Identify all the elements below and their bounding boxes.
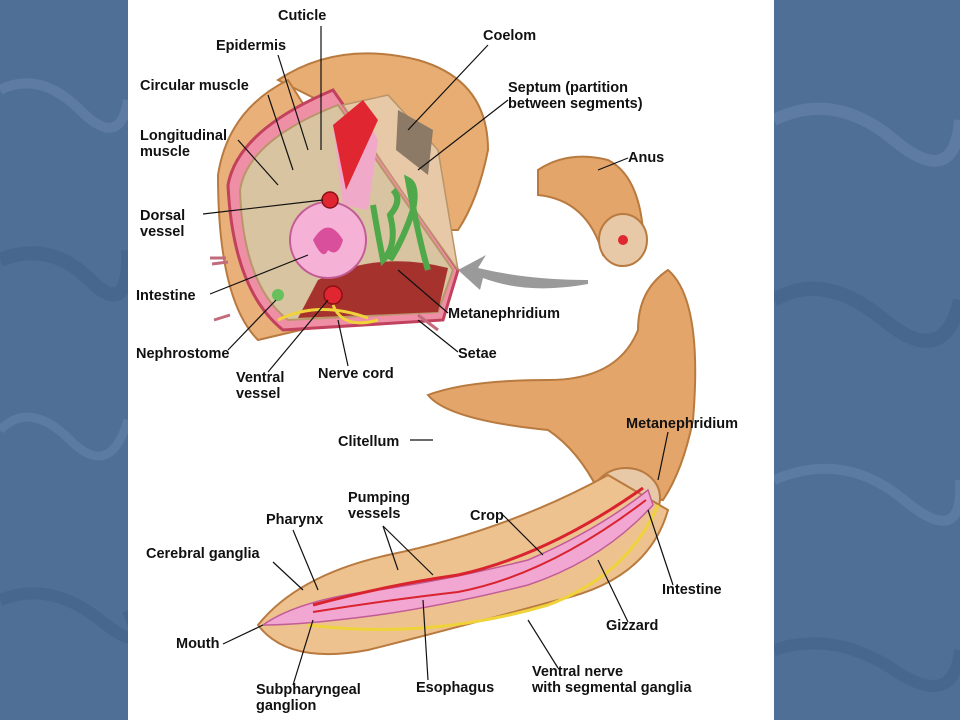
- label-circular-muscle: Circular muscle: [140, 78, 249, 94]
- label-esophagus: Esophagus: [416, 680, 495, 696]
- gray-arrow: [458, 255, 588, 290]
- label-coelom: Coelom: [483, 28, 537, 44]
- label-intestine-section: Intestine: [136, 288, 196, 304]
- right-texture: [774, 0, 960, 720]
- label-gizzard: Gizzard: [606, 618, 659, 634]
- label-cuticle: Cuticle: [278, 8, 327, 24]
- worm-blood-vessels: [312, 486, 647, 613]
- label-ventral-vessel: Ventral vessel: [236, 370, 285, 402]
- left-background-strip: [0, 0, 128, 720]
- right-background-strip: [774, 0, 960, 720]
- label-nerve-cord: Nerve cord: [318, 366, 394, 382]
- label-crop: Crop: [470, 508, 504, 524]
- label-nephrostome: Nephrostome: [136, 346, 230, 362]
- label-cerebral-ganglia: Cerebral ganglia: [146, 546, 260, 562]
- label-metanephridium-section: Metanephridium: [448, 306, 560, 322]
- label-dorsal-vessel: Dorsal vessel: [140, 208, 186, 240]
- label-epidermis: Epidermis: [216, 38, 287, 54]
- label-longitudinal-muscle: Longitudinal muscle: [140, 128, 227, 160]
- worm-ventral-nerve: [307, 504, 660, 631]
- label-intestine-body: Intestine: [662, 582, 722, 598]
- diagram-panel: Cuticle Epidermis Circular muscle Longit…: [128, 0, 774, 720]
- cross-section-vessels: [321, 100, 378, 305]
- label-mouth: Mouth: [176, 636, 220, 652]
- label-setae: Setae: [458, 346, 497, 362]
- label-ventral-nerve: Ventral nerve with segmental ganglia: [532, 664, 692, 696]
- left-texture: [0, 0, 128, 720]
- label-septum: Septum (partition between segments): [508, 80, 643, 112]
- worm-tail-segment: [537, 155, 648, 267]
- label-pharynx: Pharynx: [266, 512, 324, 528]
- label-anus: Anus: [628, 150, 665, 166]
- label-clitellum: Clitellum: [338, 434, 400, 450]
- label-pumping-vessels: Pumping vessels: [348, 490, 411, 522]
- label-metanephridium-body: Metanephridium: [626, 416, 738, 432]
- label-subpharyngeal-ganglion: Subpharyngeal ganglion: [256, 682, 361, 714]
